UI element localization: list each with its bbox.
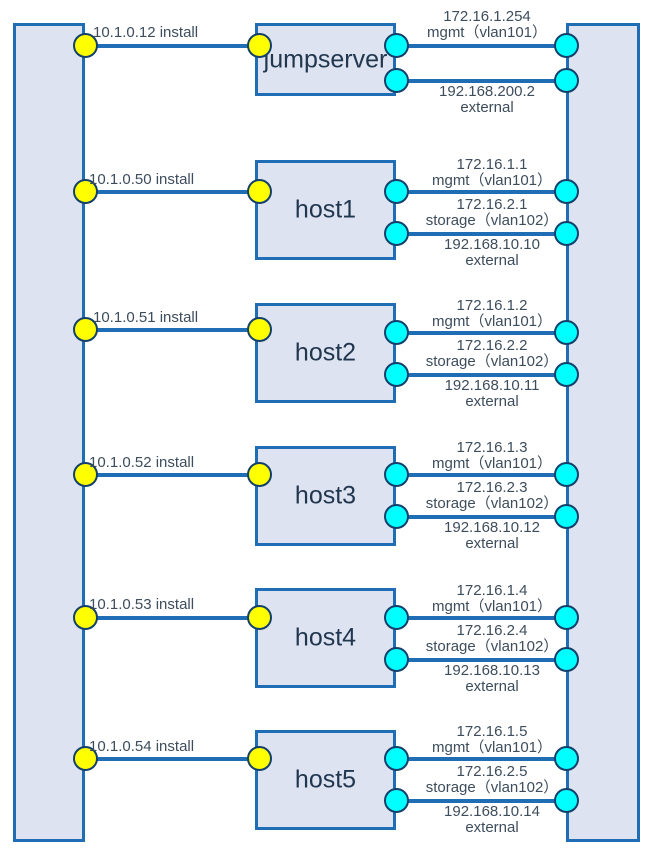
dot-host4-mgmt-left[interactable] xyxy=(384,605,409,630)
dot-jumpserver-install-right[interactable] xyxy=(247,33,272,58)
dot-host5-storage-right[interactable] xyxy=(554,788,579,813)
dot-host2-install-right[interactable] xyxy=(247,317,272,342)
link-host4-install xyxy=(85,616,259,620)
node-host5[interactable]: host5 xyxy=(255,730,396,830)
label-host3-mgmt: 172.16.1.3 mgmt（vlan101） xyxy=(431,439,553,472)
label-host4-external: 192.168.10.13 external xyxy=(444,662,540,695)
node-host2[interactable]: host2 xyxy=(255,303,396,403)
label-host4-install: 10.1.0.53 install xyxy=(89,596,195,613)
link-host5-mgmt xyxy=(396,757,576,761)
node-host4[interactable]: host4 xyxy=(255,588,396,688)
dot-host3-storage-left[interactable] xyxy=(384,504,409,529)
label-jumpserver-install: 10.1.0.12 install xyxy=(93,24,199,41)
link-host5-storage xyxy=(396,799,576,803)
node-jumpserver-label: jumpserver xyxy=(263,45,388,73)
label-host1-storage: 172.16.2.1 storage（vlan102） xyxy=(425,196,559,229)
label-host2-install: 10.1.0.51 install xyxy=(93,309,199,326)
label-host5-storage: 172.16.2.5 storage（vlan102） xyxy=(425,763,559,796)
label-host1-external: 192.168.10.10 external xyxy=(444,236,540,269)
link-host3-install xyxy=(85,473,259,477)
link-host1-mgmt xyxy=(396,190,576,194)
dot-host1-install-left[interactable] xyxy=(73,179,98,204)
dot-host4-install-right[interactable] xyxy=(247,605,272,630)
link-host2-storage xyxy=(396,373,576,377)
label-host1-install: 10.1.0.50 install xyxy=(89,171,195,188)
dot-host4-storage-right[interactable] xyxy=(554,647,579,672)
dot-host3-mgmt-left[interactable] xyxy=(384,462,409,487)
link-host4-mgmt xyxy=(396,616,576,620)
dot-host2-storage-right[interactable] xyxy=(554,362,579,387)
dot-host4-mgmt-right[interactable] xyxy=(554,605,579,630)
dot-host2-storage-left[interactable] xyxy=(384,362,409,387)
label-host4-mgmt: 172.16.1.4 mgmt（vlan101） xyxy=(431,582,553,615)
dot-host2-mgmt-right[interactable] xyxy=(554,320,579,345)
dot-host3-mgmt-right[interactable] xyxy=(554,462,579,487)
dot-host1-mgmt-left[interactable] xyxy=(384,179,409,204)
node-jumpserver[interactable]: jumpserver xyxy=(255,23,396,96)
node-host1-label: host1 xyxy=(294,195,357,224)
node-host1[interactable]: host1 xyxy=(255,160,396,260)
link-host1-storage xyxy=(396,232,576,236)
label-host3-external: 192.168.10.12 external xyxy=(444,519,540,552)
dot-host2-mgmt-left[interactable] xyxy=(384,320,409,345)
dot-host4-storage-left[interactable] xyxy=(384,647,409,672)
dot-host2-install-left[interactable] xyxy=(73,317,98,342)
switch-network-bar xyxy=(566,23,640,842)
link-host3-mgmt xyxy=(396,473,576,477)
dot-host5-mgmt-right[interactable] xyxy=(554,746,579,771)
dot-host5-install-right[interactable] xyxy=(247,746,272,771)
dot-jumpserver-external-left[interactable] xyxy=(384,68,409,93)
link-host1-install xyxy=(85,190,259,194)
label-host3-storage: 172.16.2.3 storage（vlan102） xyxy=(425,479,559,512)
dot-host1-storage-left[interactable] xyxy=(384,221,409,246)
link-host2-mgmt xyxy=(396,331,576,335)
dot-host3-install-left[interactable] xyxy=(73,462,98,487)
dot-host1-mgmt-right[interactable] xyxy=(554,179,579,204)
label-host1-mgmt: 172.16.1.1 mgmt（vlan101） xyxy=(431,156,553,189)
dot-host1-install-right[interactable] xyxy=(247,179,272,204)
link-jumpserver-mgmt xyxy=(396,44,576,48)
label-jumpserver-external: 192.168.200.2 external xyxy=(439,83,535,116)
node-host4-label: host4 xyxy=(294,623,357,652)
node-host2-label: host2 xyxy=(294,338,357,367)
dot-host4-install-left[interactable] xyxy=(73,605,98,630)
node-host3-label: host3 xyxy=(294,481,357,510)
dot-jumpserver-mgmt-left[interactable] xyxy=(384,33,409,58)
dot-host5-storage-left[interactable] xyxy=(384,788,409,813)
label-host5-external: 192.168.10.14 external xyxy=(444,803,540,836)
dot-host5-install-left[interactable] xyxy=(73,746,98,771)
dot-jumpserver-mgmt-right[interactable] xyxy=(554,33,579,58)
dot-jumpserver-external-right[interactable] xyxy=(554,68,579,93)
dot-jumpserver-install-left[interactable] xyxy=(73,33,98,58)
link-jumpserver-install xyxy=(85,44,259,48)
link-host4-storage xyxy=(396,658,576,662)
dot-host3-install-right[interactable] xyxy=(247,462,272,487)
link-host5-install xyxy=(85,757,259,761)
link-jumpserver-external xyxy=(396,79,576,83)
link-host2-install xyxy=(85,328,259,332)
label-host4-storage: 172.16.2.4 storage（vlan102） xyxy=(425,622,559,655)
label-host5-install: 10.1.0.54 install xyxy=(89,738,195,755)
label-host2-storage: 172.16.2.2 storage（vlan102） xyxy=(425,337,559,370)
dot-host1-storage-right[interactable] xyxy=(554,221,579,246)
label-host3-install: 10.1.0.52 install xyxy=(89,454,195,471)
label-host2-external: 192.168.10.11 external xyxy=(444,377,540,410)
label-host2-mgmt: 172.16.1.2 mgmt（vlan101） xyxy=(431,297,553,330)
dot-host3-storage-right[interactable] xyxy=(554,504,579,529)
link-host3-storage xyxy=(396,515,576,519)
label-host5-mgmt: 172.16.1.5 mgmt（vlan101） xyxy=(431,723,553,756)
node-host5-label: host5 xyxy=(294,765,357,794)
node-host3[interactable]: host3 xyxy=(255,446,396,546)
label-jumpserver-mgmt: 172.16.1.254 mgmt（vlan101） xyxy=(426,8,548,41)
install-network-bar xyxy=(13,23,85,842)
dot-host5-mgmt-left[interactable] xyxy=(384,746,409,771)
